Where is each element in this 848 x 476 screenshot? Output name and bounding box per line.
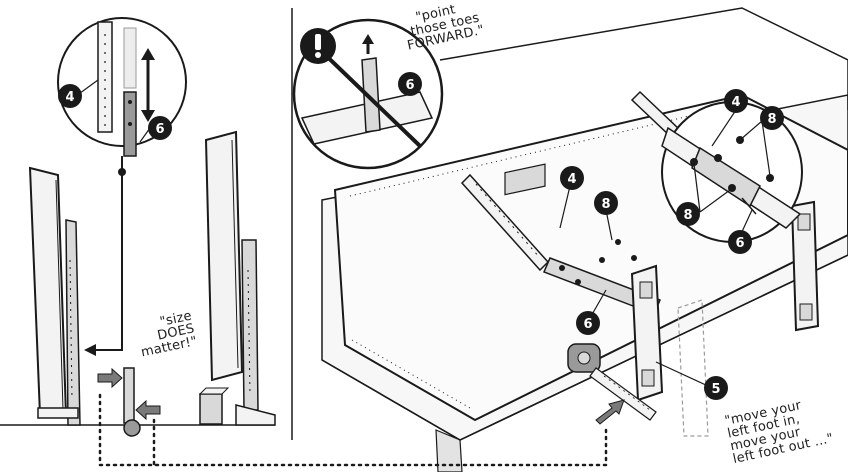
svg-text:6: 6 [155,122,164,137]
callout-badge: 6 [148,116,172,140]
foot-upright [630,264,709,437]
left-tv-profile [28,166,81,426]
rail-left [460,173,550,272]
left-panel [0,17,276,437]
callout-badge: 4 [560,166,584,190]
svg-text:6: 6 [735,236,744,251]
callout-badge: 6 [728,230,752,254]
foot-upright-far [790,200,820,332]
callout-badge: 8 [676,202,700,226]
callout-badge: 4 [58,84,82,108]
svg-text:8: 8 [767,112,776,127]
svg-text:8: 8 [601,197,610,212]
svg-text:4: 4 [65,90,74,105]
callout-badge: 6 [398,72,422,96]
callout-badge: 8 [594,191,618,215]
rail-magnifier [57,17,187,157]
callout-badge: 6 [576,311,600,335]
prohibition-slash [312,42,422,148]
callout-badge: 8 [760,106,784,130]
svg-text:8: 8 [683,208,692,223]
tape-measure [567,343,657,425]
svg-text:6: 6 [405,78,414,93]
right-panel [75,7,848,473]
screws [559,239,637,285]
callout-badge: 5 [704,376,728,400]
warning-inset [292,18,444,170]
svg-text:4: 4 [567,172,576,187]
dotted-connector [98,393,608,467]
svg-text:6: 6 [583,317,592,332]
callout-badge: 4 [724,89,748,113]
svg-text:5: 5 [711,382,720,397]
leader-line [94,156,123,351]
right-tv-profile [204,130,276,426]
svg-text:4: 4 [731,95,740,110]
foot-bracket-detail [97,367,230,437]
